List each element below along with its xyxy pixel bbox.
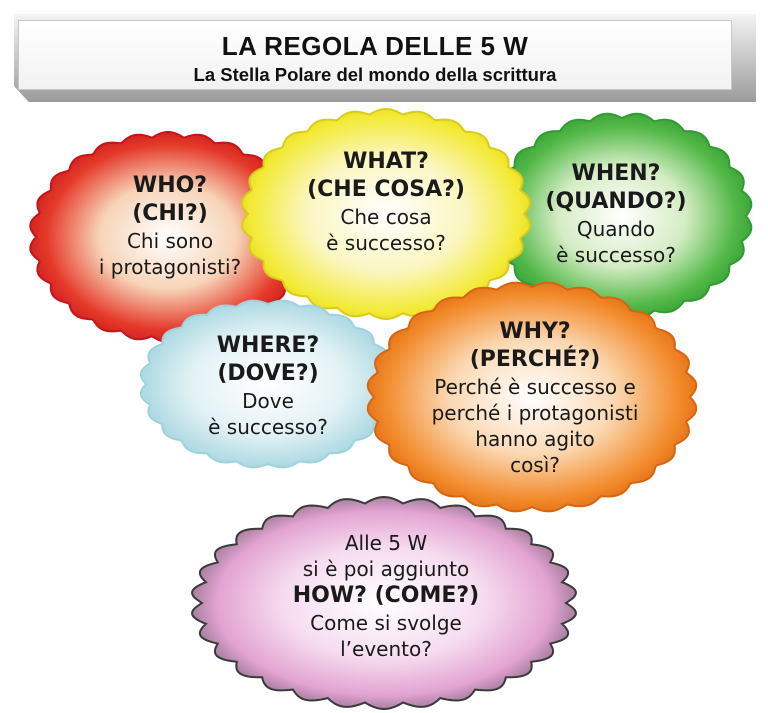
where-question: WHERE? <box>216 333 320 358</box>
what-text-1: Che cosa <box>340 205 432 229</box>
when-question: WHEN? <box>571 161 661 186</box>
bubble-where-shape <box>139 299 397 469</box>
how-text-4: l’evento? <box>340 637 432 661</box>
how-question: HOW? (COME?) <box>292 583 480 608</box>
when-text-1: Quando <box>576 217 656 241</box>
bubble-why-shape <box>366 281 698 513</box>
what-question: WHAT? <box>343 149 429 174</box>
how-text-2: si è poi aggiunto <box>302 557 470 581</box>
when-text-2: è successo? <box>556 243 676 267</box>
when-question-it: (QUANDO?) <box>545 189 687 214</box>
bubble-how: Alle 5 W si è poi aggiunto HOW? (COME?) … <box>246 530 526 662</box>
who-question-it: (CHI?) <box>132 201 208 226</box>
why-text-4: così? <box>510 453 560 477</box>
bubble-what: WHAT? (CHE COSA?) Che cosa è successo? <box>268 148 504 256</box>
banner-subtitle: La Stella Polare del mondo della scrittu… <box>193 64 557 85</box>
banner-panel: LA REGOLA DELLE 5 W La Stella Polare del… <box>18 20 732 90</box>
who-text-1: Chi sono <box>126 229 214 253</box>
who-question: WHO? <box>132 173 208 198</box>
what-question-it: (CHE COSA?) <box>307 177 465 202</box>
how-text-1: Alle 5 W <box>344 531 428 555</box>
why-question-it: (PERCHÉ?) <box>469 347 601 372</box>
banner-title: LA REGOLA DELLE 5 W <box>221 31 529 61</box>
why-text-2: perché i protagonisti <box>431 401 639 425</box>
why-text-1: Perché è successo e <box>434 375 636 399</box>
where-question-it: (DOVE?) <box>217 361 319 386</box>
bubble-when: WHEN? (QUANDO?) Quando è successo? <box>508 160 724 268</box>
how-text-3: Come si svolge <box>310 611 462 635</box>
where-text-1: Dove <box>242 389 294 413</box>
why-text-3: hanno agito <box>475 427 595 451</box>
bubble-who: WHO? (CHI?) Chi sono i protagonisti? <box>60 172 280 280</box>
what-text-2: è successo? <box>326 231 446 255</box>
bubble-where: WHERE? (DOVE?) Dove è successo? <box>168 332 368 440</box>
bubble-how-shape <box>191 495 577 711</box>
why-question: WHY? <box>499 319 571 344</box>
who-text-2: i protagonisti? <box>98 255 242 279</box>
where-text-2: è successo? <box>208 415 328 439</box>
bubble-why: WHY? (PERCHÉ?) Perché è successo e perch… <box>390 318 680 478</box>
title-banner: LA REGOLA DELLE 5 W La Stella Polare del… <box>14 14 756 102</box>
